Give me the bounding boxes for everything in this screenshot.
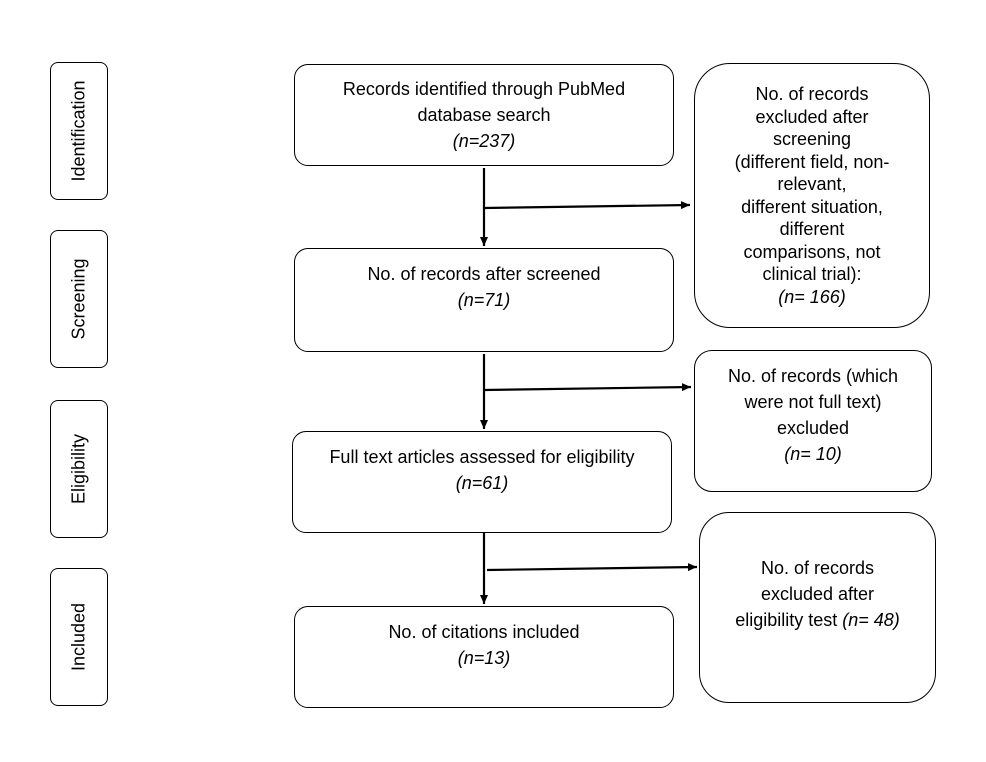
stage-eligibility: Eligibility [50, 400, 108, 538]
box-full-text-assessed: Full text articles assessed for eligibil… [292, 431, 672, 533]
box-records-identified: Records identified through PubMed databa… [294, 64, 674, 166]
stage-screening: Screening [50, 230, 108, 368]
arrow-right-1 [483, 201, 691, 210]
stage-identification: Identification [50, 62, 108, 200]
arrow-right-3 [486, 563, 698, 572]
stage-included: Included [50, 568, 108, 706]
box-excluded-not-full-text: No. of records (which were not full text… [694, 350, 932, 492]
arrow-right-2 [483, 383, 692, 392]
box-excluded-after-screening: No. of records excluded after screening … [694, 63, 930, 328]
box-records-screened: No. of records after screened (n=71) [294, 248, 674, 352]
box-excluded-after-eligibility: No. of records excluded after eligibilit… [699, 512, 936, 703]
box-citations-included: No. of citations included (n=13) [294, 606, 674, 708]
